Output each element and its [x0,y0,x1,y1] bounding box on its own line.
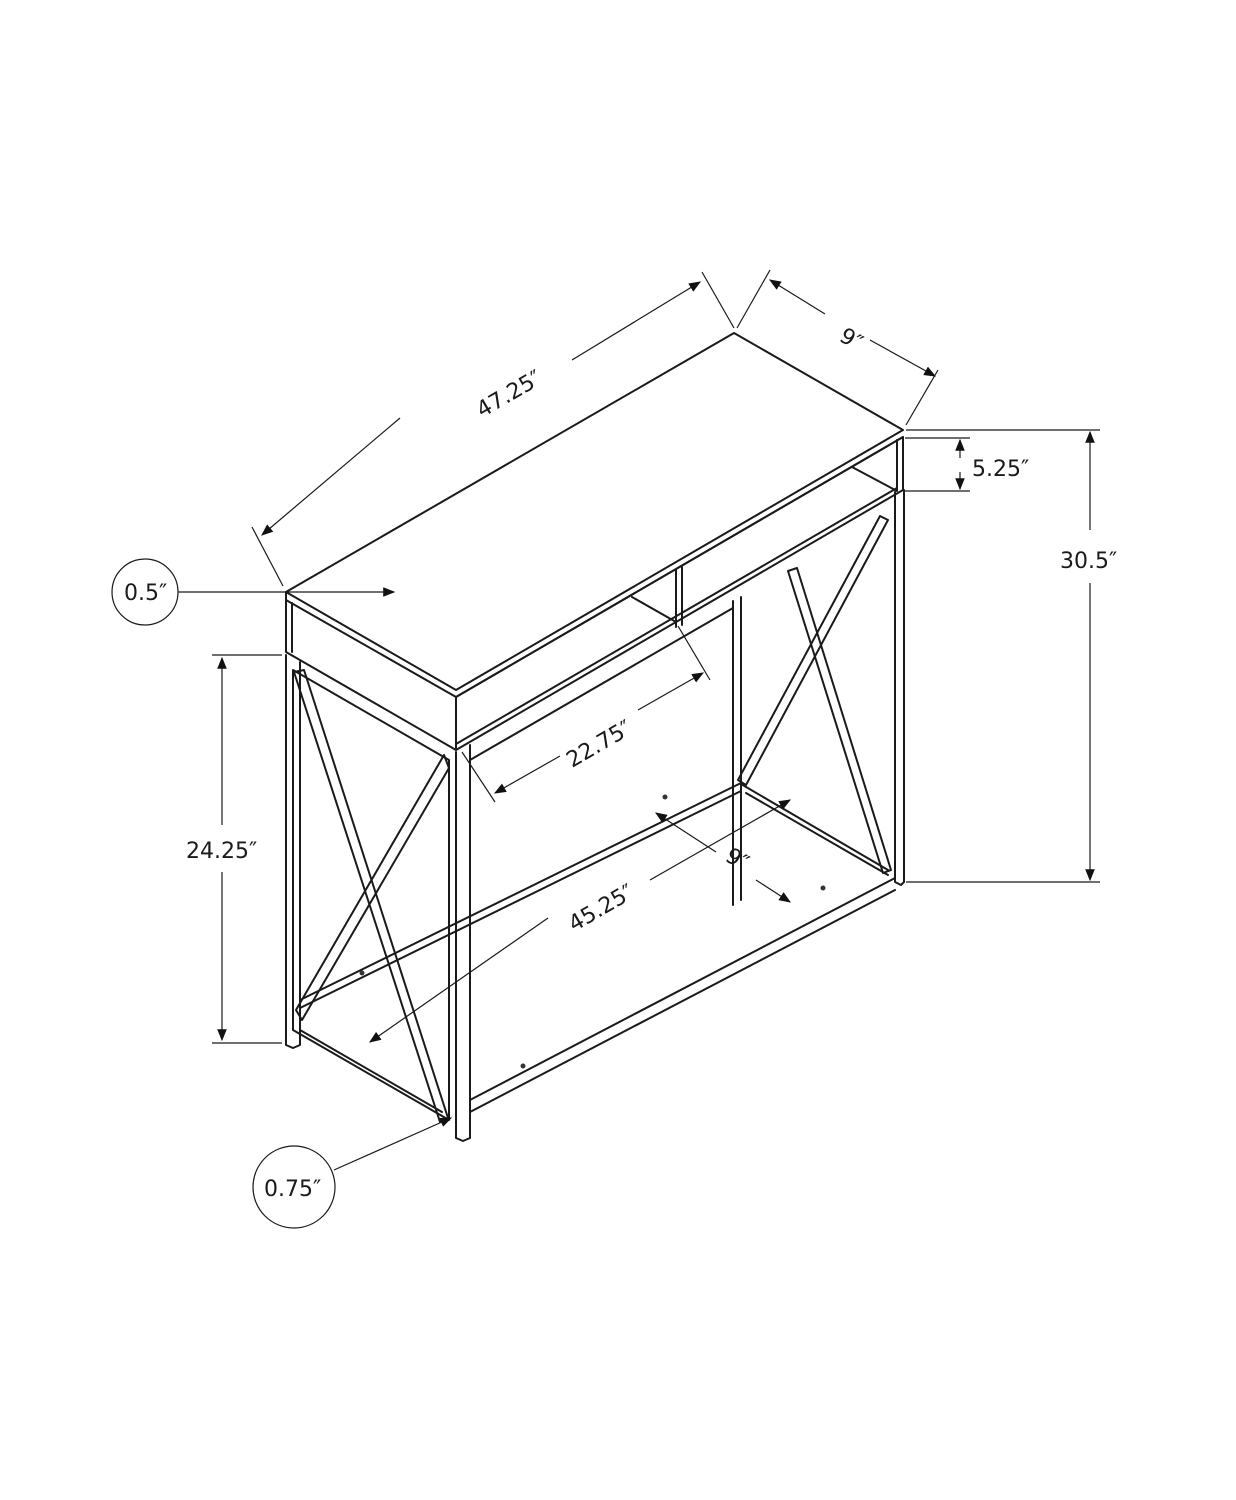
dim-overall-length: 47.25″ [251,271,735,587]
dim-leg-thickness: 0.75″ [252,1117,453,1229]
label-lower-shelf-depth: 9″ [721,844,753,877]
screw-hole [359,970,365,976]
label-overall-depth: 9″ [835,324,867,357]
dim-overall-height: 30.5″ [906,429,1117,883]
dim-compartment-width: 22.75″ [461,625,711,803]
table-outline [285,332,905,1142]
label-lower-shelf-length: 45.25″ [565,880,639,937]
label-overall-length: 47.25″ [473,366,547,423]
dim-lower-shelf-length: 45.25″ [369,799,792,1043]
label-shelf-height: 5.25″ [972,457,1029,482]
label-top-thickness: 0.5″ [124,581,167,606]
screw-hole [520,1063,526,1069]
label-leg-height: 24.25″ [186,839,257,864]
dim-leg-height: 24.25″ [186,654,282,1044]
screw-hole [820,885,826,891]
screw-hole [662,794,668,800]
dim-shelf-height: 5.25″ [905,437,1029,492]
label-leg-thickness: 0.75″ [264,1177,321,1202]
label-overall-height: 30.5″ [1060,549,1117,574]
dim-top-thickness: 0.5″ [111,558,396,626]
label-compartment-width: 22.75″ [563,716,637,773]
dim-lower-shelf-depth: 9″ [654,812,792,903]
dim-overall-depth: 9″ [736,269,939,426]
